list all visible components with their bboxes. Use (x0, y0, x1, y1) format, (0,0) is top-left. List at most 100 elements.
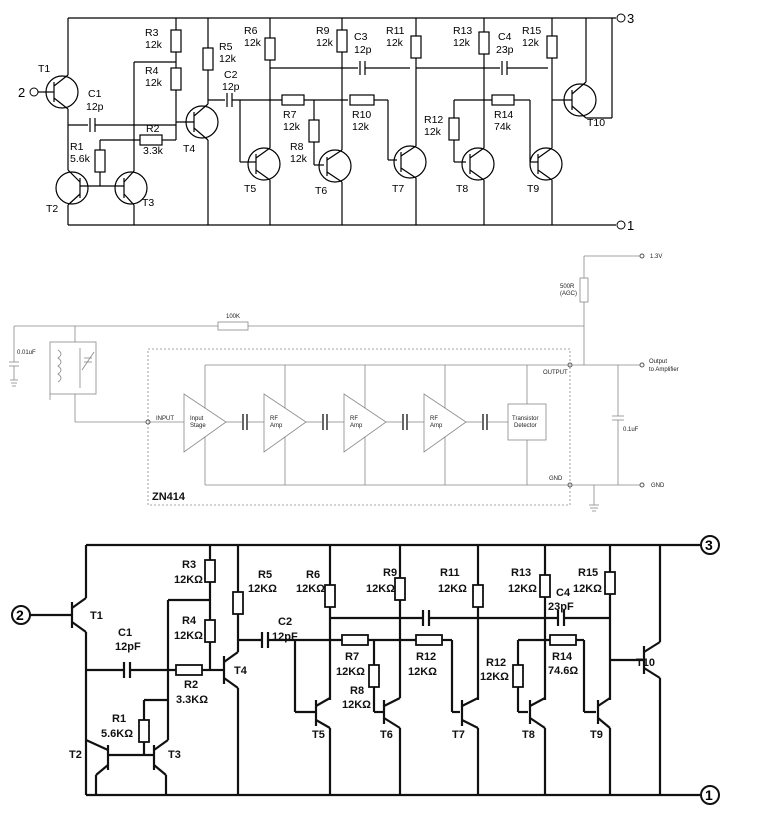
value-R9: 12k (316, 37, 334, 49)
label-R8: R8 (290, 141, 304, 153)
block-2-line1: RF (270, 416, 278, 422)
coil-icon (57, 349, 62, 383)
value-R6: 12k (244, 37, 262, 49)
value-R15: 12k (522, 37, 540, 49)
transistor-T6 (318, 149, 352, 183)
value-R4: 12k (145, 77, 163, 89)
label3-R14: R14 (552, 651, 573, 663)
terminal-1[interactable] (616, 220, 626, 230)
terminal-2-text: 2 (16, 607, 24, 623)
label-T8: T8 (456, 183, 468, 195)
label-T7: T7 (392, 183, 404, 195)
pin-gnd-label: GND (549, 476, 563, 482)
terminal-3-text: 3 (705, 537, 713, 553)
resistor3-R7 (341, 634, 369, 646)
label-C1: C1 (88, 88, 102, 100)
label3-C1: C1 (118, 627, 132, 639)
resistor3-R12 (512, 664, 524, 688)
chip-name-label: ZN414 (152, 491, 186, 503)
value-C1: 12p (86, 101, 104, 113)
value3-R12: 12KΩ (480, 671, 509, 683)
resistor-R1 (94, 149, 106, 173)
resistor-R15 (546, 35, 558, 59)
label3-R9: R9 (383, 567, 397, 579)
terminal-1-circle[interactable] (700, 785, 720, 805)
value3-R11: 12KΩ (438, 583, 467, 595)
resistor-R7 (281, 94, 305, 106)
terminal-3-circle[interactable] (700, 535, 720, 555)
value-C3: 12p (354, 44, 372, 56)
resistor-R14 (491, 94, 515, 106)
value3-R6: 12KΩ (296, 583, 325, 595)
transistor-T3 (114, 171, 148, 205)
value3-R3: 12KΩ (174, 574, 203, 586)
value-R11: 12k (386, 37, 404, 49)
terminal-2[interactable] (29, 87, 39, 97)
label3-T4: T4 (234, 665, 248, 677)
input-cap-label: 0.01uF (17, 350, 36, 356)
value3-R15: 12KΩ (573, 583, 602, 595)
label3-R10: R12 (416, 651, 436, 663)
label-T9: T9 (527, 183, 539, 195)
terminal-3-label: 3 (627, 11, 634, 26)
label-C4: C4 (498, 31, 512, 43)
resistor-R6 (264, 37, 276, 61)
value-C4: 23p (496, 44, 514, 56)
value3-C4: 23pF (548, 601, 574, 613)
label3-T3: T3 (168, 749, 181, 761)
resistor-R10 (349, 94, 375, 106)
label-R4: R4 (145, 65, 159, 77)
tuned-circuit (49, 341, 97, 395)
resistor3-R4 (204, 619, 216, 643)
agc-resistor-label: 500R (560, 284, 575, 290)
label3-C2: C2 (278, 616, 292, 628)
terminal-1-label: 1 (627, 218, 634, 233)
block-3-line1: RF (350, 416, 358, 422)
resistor-R8 (308, 119, 320, 143)
label3-T6: T6 (380, 729, 393, 741)
label3-R4: R4 (182, 615, 197, 627)
agc-label: (AGC) (560, 291, 577, 297)
resistor3-R6 (324, 584, 336, 608)
resistor-R5 (202, 47, 214, 71)
resistor-500R (579, 277, 589, 303)
label-R15: R15 (522, 25, 541, 37)
resistor3-R5 (232, 591, 244, 615)
pin-output-label: OUTPUT (543, 370, 568, 376)
value3-R13: 12KΩ (508, 583, 537, 595)
resistor-R9 (336, 29, 348, 53)
resistor-R12 (448, 117, 460, 141)
block-4-line2: Amp (430, 423, 443, 429)
diagram-1-equivalent-circuit: 3 1 2 T1 C1 12p R2 3.3k R1 5.6k T2 (18, 11, 634, 233)
value-R10: 12k (352, 121, 370, 133)
value3-R14: 74.6Ω (548, 665, 578, 677)
value-R7: 12k (283, 121, 301, 133)
output-label-1: Output (649, 359, 667, 365)
label-R13: R13 (453, 25, 472, 37)
value3-R10: 12KΩ (408, 666, 437, 678)
label3-R13: R13 (511, 567, 531, 579)
transistor-T9 (529, 147, 563, 181)
resistor-100K (217, 321, 249, 331)
label3-R8: R8 (350, 685, 364, 697)
label3-R6: R6 (306, 569, 320, 581)
label3-R12: R12 (486, 657, 506, 669)
label-T5: T5 (244, 183, 256, 195)
block-3-line2: Amp (350, 423, 363, 429)
label-R3: R3 (145, 27, 159, 39)
label-T1: T1 (38, 63, 50, 75)
resistor-R11 (410, 35, 422, 59)
value-R12: 12k (424, 126, 442, 138)
label-T10: T10 (587, 117, 605, 129)
terminal-3[interactable] (616, 13, 626, 23)
label-R6: R6 (244, 25, 258, 37)
block-1-line2: Stage (190, 423, 206, 429)
value3-R7: 12KΩ (336, 666, 365, 678)
value-R3: 12k (145, 39, 163, 51)
label-R1: R1 (70, 141, 84, 153)
value-R2: 3.3k (143, 145, 164, 157)
label-R2: R2 (146, 123, 160, 135)
resistor3-R10 (415, 634, 443, 646)
resistor-R4 (170, 67, 182, 91)
detector-line1: Transistor (512, 416, 538, 422)
